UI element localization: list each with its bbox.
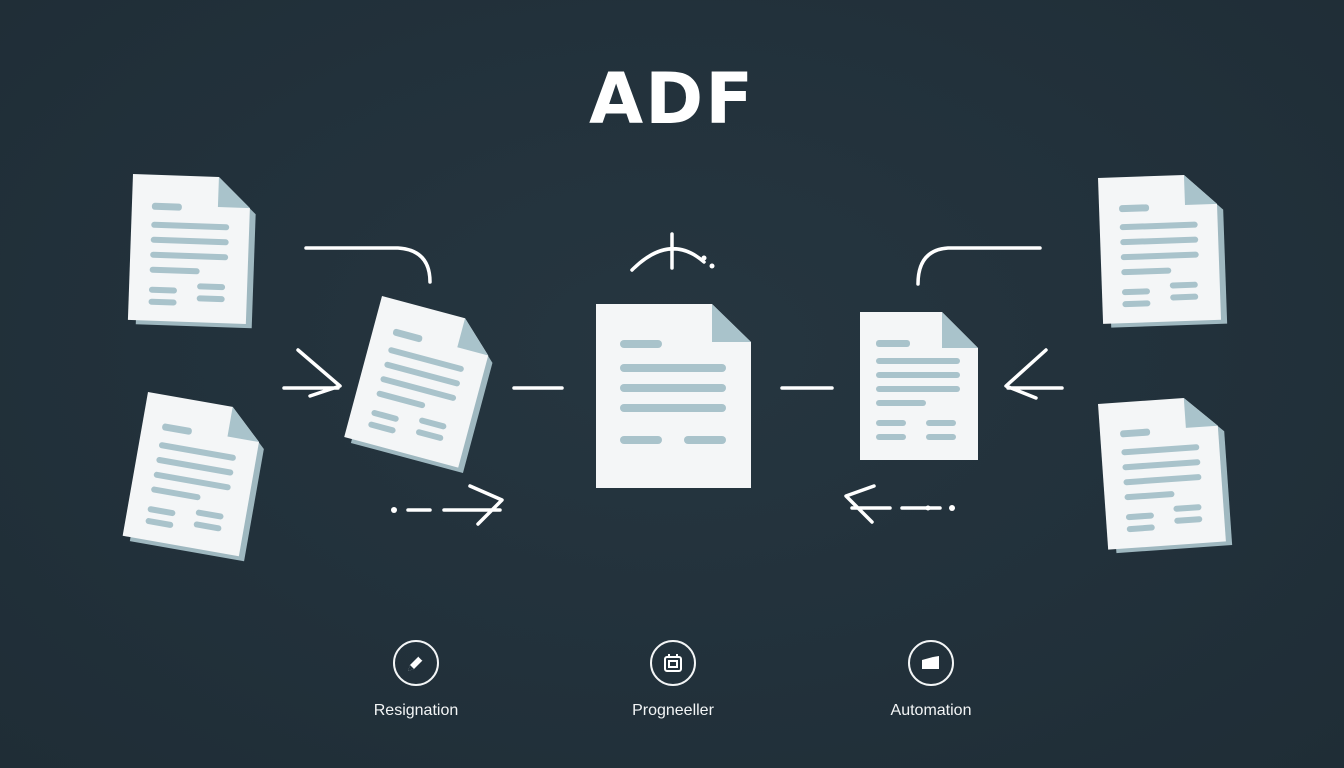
folder-icon xyxy=(908,640,954,686)
document-left-top xyxy=(127,174,257,329)
arrow-right-bottom xyxy=(844,484,942,524)
dot xyxy=(701,255,707,261)
arrow-left-bottom xyxy=(406,484,504,526)
feature-label: Progneeller xyxy=(632,702,714,719)
document-box-icon xyxy=(650,640,696,686)
dot xyxy=(709,263,715,269)
dot xyxy=(925,505,931,511)
connector-left-top xyxy=(304,246,432,284)
feature-automation[interactable]: Automation xyxy=(841,640,1021,720)
feature-label: Automation xyxy=(890,702,972,719)
diagram-title: ADF xyxy=(588,58,756,140)
document-center xyxy=(596,304,751,488)
document-right-top xyxy=(1098,173,1228,328)
connector-right-top xyxy=(916,246,1042,286)
document-left-middle xyxy=(343,296,502,473)
feature-resignation[interactable]: Resignation xyxy=(326,640,506,720)
document-left-bottom xyxy=(121,392,271,562)
arrow-right-in xyxy=(1004,348,1064,400)
arrow-left-in xyxy=(282,348,342,398)
dot xyxy=(949,505,955,511)
feature-progneeller[interactable]: Progneeller xyxy=(583,640,763,720)
connector-top-arc xyxy=(630,232,706,272)
document-right-middle xyxy=(860,312,978,460)
document-right-bottom xyxy=(1098,395,1233,554)
pencil-icon xyxy=(393,640,439,686)
dot xyxy=(391,507,397,513)
feature-label: Resignation xyxy=(373,702,459,719)
